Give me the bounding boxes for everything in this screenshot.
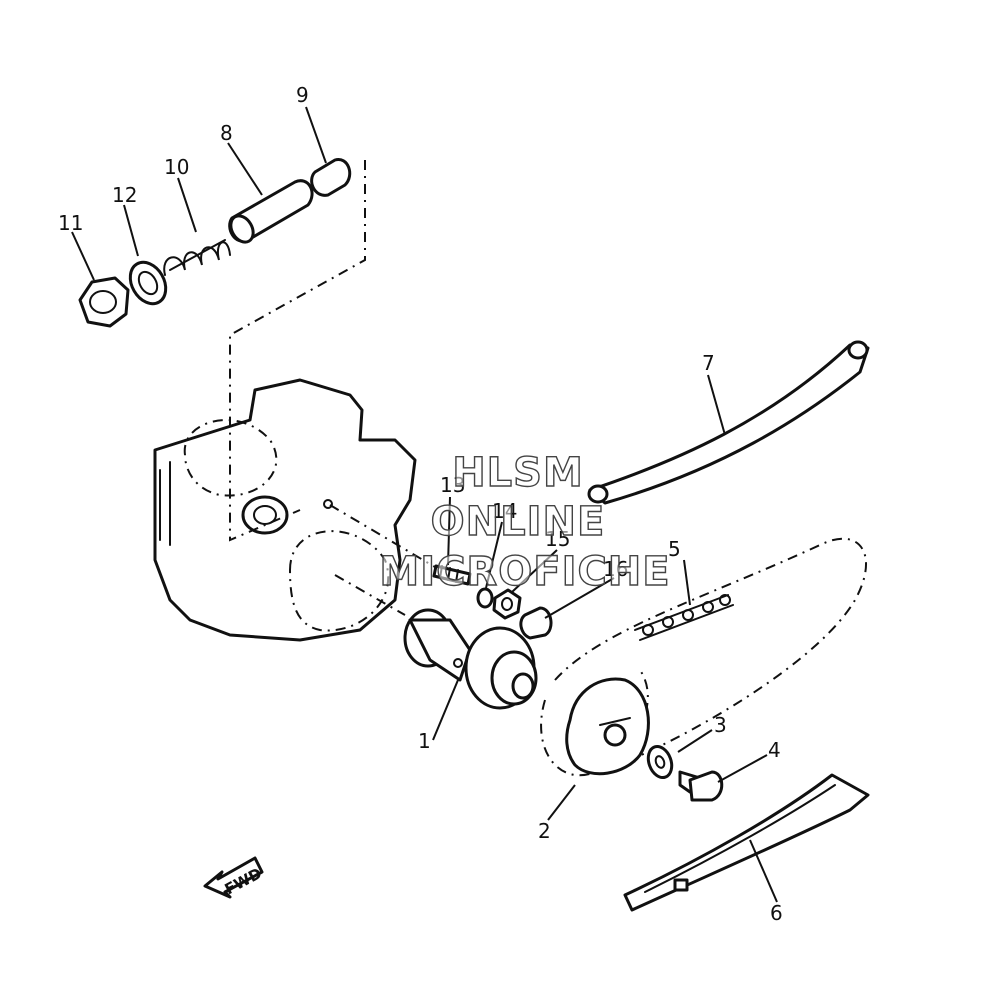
camshaft-1 <box>403 608 538 710</box>
callout-8: 8 <box>220 121 233 145</box>
callout-11: 11 <box>58 211 83 235</box>
callout-12: 12 <box>112 183 137 207</box>
assembly-line-camshaft <box>334 574 406 616</box>
watermark-line-2: ONLINE <box>431 499 606 545</box>
cam-sprocket-2 <box>540 669 650 777</box>
callout-7: 7 <box>702 351 715 375</box>
watermark-line-3: MICROFICHE <box>379 549 670 595</box>
forward-direction-arrow: FWD <box>203 856 265 899</box>
cap-bolt-11 <box>78 276 130 328</box>
tensioner-rod-8 <box>228 179 314 244</box>
callout-numbers: 1 2 3 4 5 6 7 8 9 10 12 11 13 14 15 16 <box>58 83 783 925</box>
o-ring-14 <box>476 587 494 609</box>
gasket-12 <box>128 260 168 306</box>
callout-5: 5 <box>668 537 681 561</box>
callout-9: 9 <box>296 83 309 107</box>
assembly-line-tensioner <box>229 160 366 542</box>
bolt-13 <box>432 564 472 586</box>
callout-15: 15 <box>545 527 570 551</box>
chain-guide-6 <box>623 773 870 912</box>
watermark-line-1: HLSM <box>452 450 584 496</box>
cylinder-head <box>153 378 417 642</box>
callout-1: 1 <box>418 729 431 753</box>
chain-segment-5 <box>634 594 734 641</box>
callout-2: 2 <box>538 819 551 843</box>
cap-16 <box>519 606 553 640</box>
callout-4: 4 <box>768 738 781 762</box>
nut-15 <box>492 588 522 620</box>
cap-9 <box>310 158 352 197</box>
callout-16: 16 <box>603 557 628 581</box>
washer-3 <box>646 745 674 779</box>
callout-6: 6 <box>770 901 783 925</box>
timing-chain-loop <box>554 537 867 761</box>
callout-13: 13 <box>440 473 465 497</box>
spring-10 <box>163 239 231 276</box>
callout-14: 14 <box>492 499 517 523</box>
leader-lines <box>71 106 778 903</box>
bolt-4 <box>678 770 724 802</box>
callout-10: 10 <box>164 155 189 179</box>
watermark: HLSM ONLINE MICROFICHE <box>379 449 671 595</box>
callout-3: 3 <box>714 713 727 737</box>
chain-guide-7 <box>587 340 870 505</box>
